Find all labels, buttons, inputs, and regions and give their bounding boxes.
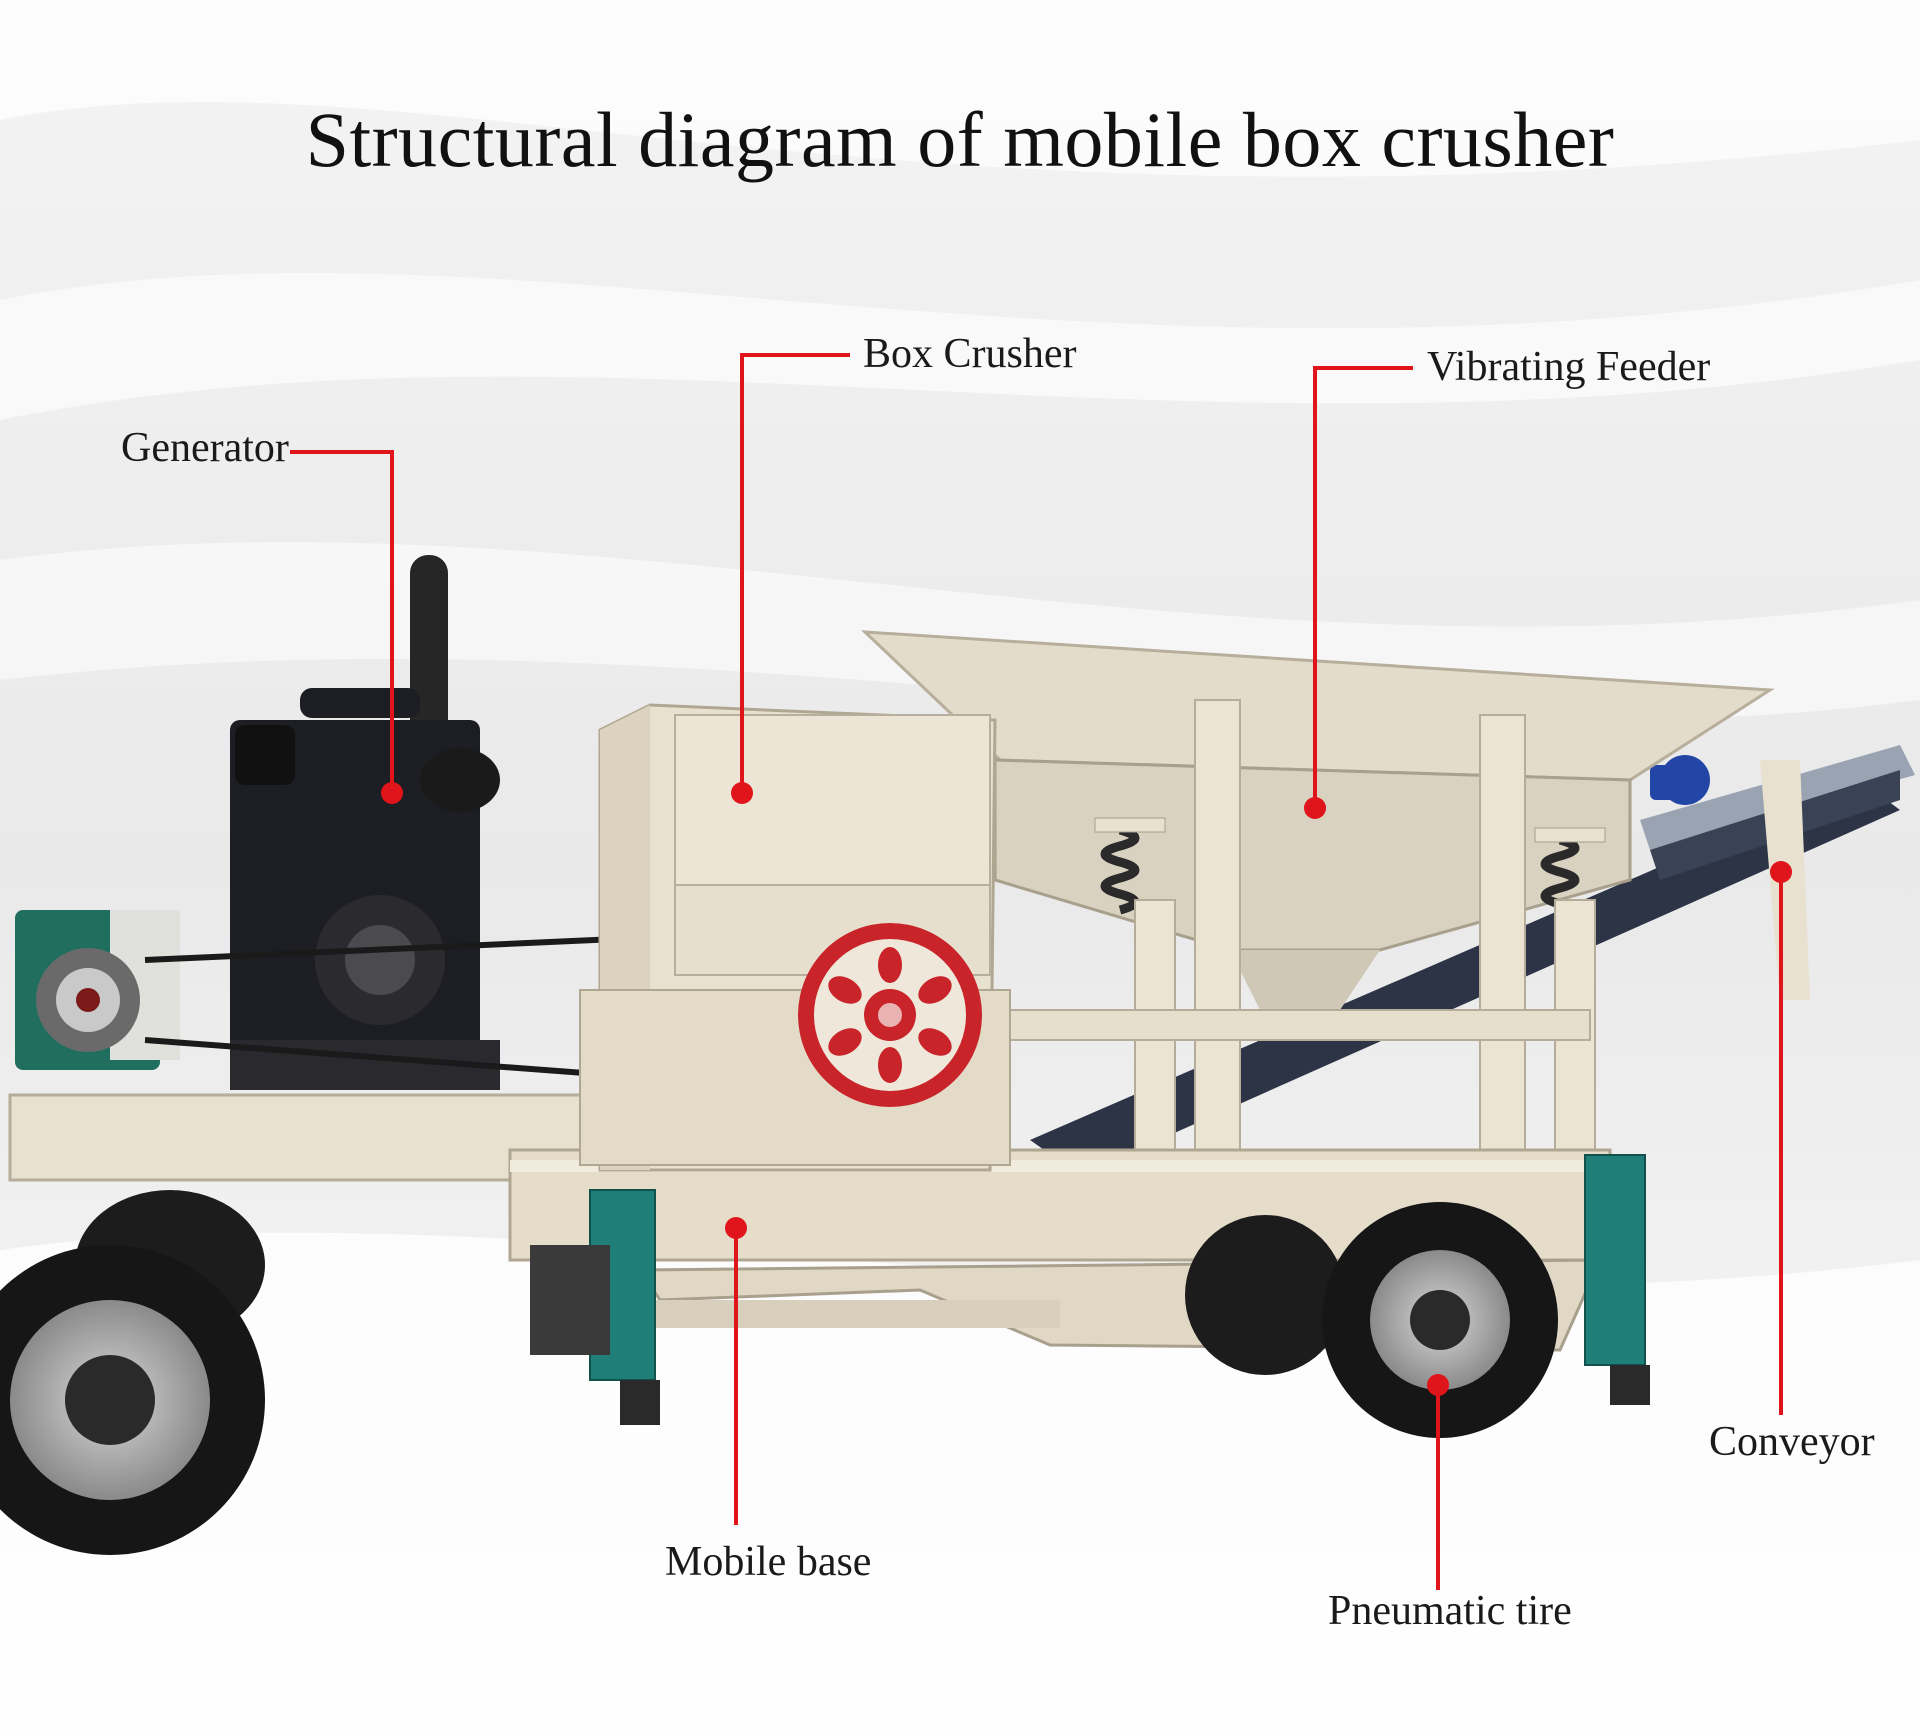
conveyor-dot [1770,861,1792,883]
mobile-base-label: Mobile base [665,1539,872,1585]
generator-dot [381,782,403,804]
box-crusher [579,703,1011,1172]
background-wave [0,0,1920,177]
conveyor-label: Conveyor [1709,1419,1875,1465]
vibrating-feeder-leader [1313,366,1413,808]
pneumatic-tire-label: Pneumatic tire [1328,1588,1572,1634]
pneumatic-tire-dot [1427,1374,1449,1396]
box-crusher-leader [740,353,850,793]
mobile-base-dot [725,1217,747,1239]
leader-lines [290,353,1783,1590]
wheels [0,1190,1558,1555]
page-title: Structural diagram of mobile box crusher [305,96,1615,183]
vibrating-feeder-dot [1304,797,1326,819]
box-crusher-label: Box Crusher [863,331,1077,377]
generator [15,555,821,1093]
background-wave [0,272,1920,420]
leader-dots [381,782,1792,1396]
generator-label: Generator [121,425,289,471]
box-crusher-dot [731,782,753,804]
generator-leader [290,450,394,793]
vibrating-feeder-label: Vibrating Feeder [1427,344,1711,390]
